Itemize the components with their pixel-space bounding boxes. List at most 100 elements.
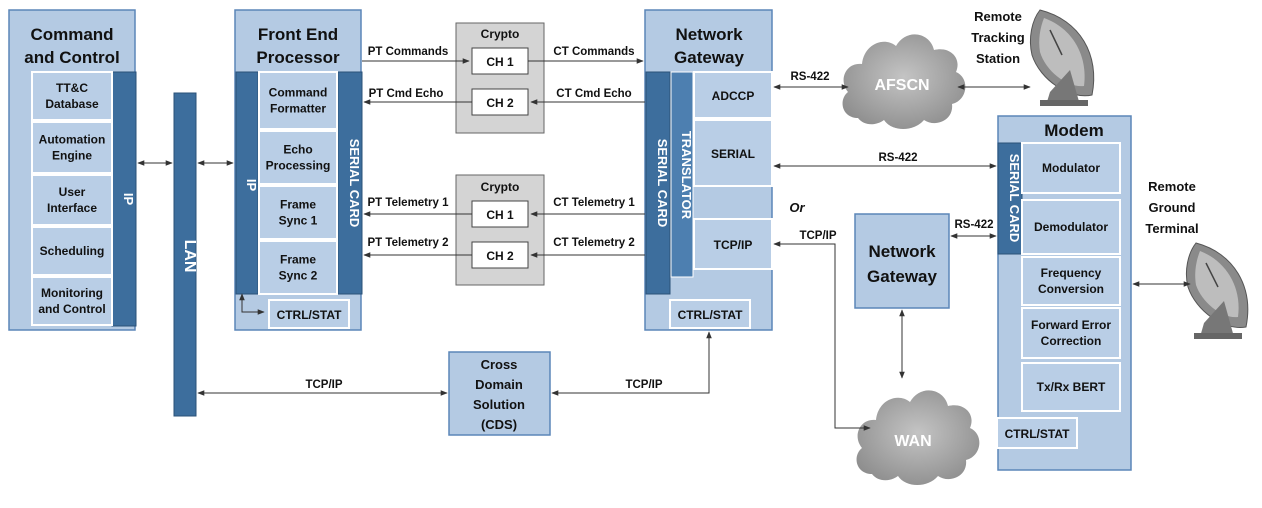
ct-cmd-echo-label: CT Cmd Echo	[556, 88, 631, 100]
remote-ground-line-2: Ground	[1149, 200, 1196, 215]
modem-item-3-line2: Conversion	[1038, 282, 1104, 296]
cc-item-4-line1: Scheduling	[40, 244, 105, 258]
remote-ground-line-1: Remote	[1148, 179, 1196, 194]
crypto-top-ch2-label: CH 2	[486, 96, 514, 110]
cc-title-line1: Command	[30, 25, 113, 44]
remote-tracking-line-1: Remote	[974, 9, 1022, 24]
ct-commands-label: CT Commands	[553, 46, 634, 58]
cc-ip-bar	[111, 71, 137, 327]
modem-item-2-line1: Demodulator	[1034, 220, 1108, 234]
modem-item-3-line1: Frequency	[1041, 266, 1102, 280]
pt-cmd-echo-label: PT Cmd Echo	[369, 88, 444, 100]
link-labels: PT Commands PT Cmd Echo CT Commands CT C…	[305, 46, 993, 391]
ct-telemetry-1-label: CT Telemetry 1	[553, 197, 635, 209]
cds-line-2: Domain	[475, 377, 523, 392]
command-and-control-block: Command and Control IP TT&C DatabaseAutom…	[8, 9, 137, 331]
fep-item-2-line2: Processing	[266, 159, 331, 173]
afscn-label: AFSCN	[874, 77, 929, 94]
fep-items: CommandFormatterEchoProcessingFrameSync …	[258, 71, 338, 295]
ng-item-2: SERIAL	[693, 119, 773, 187]
fep-ctrl-stat-label: CTRL/STAT	[277, 308, 343, 322]
ng-item-label: TCP/IP	[714, 238, 753, 252]
cc-item-2-line1: Automation	[39, 133, 106, 147]
fep-item-2-line1: Echo	[283, 143, 312, 157]
cc-item-1: TT&C Database	[31, 71, 113, 121]
ng-serial-card-label: SERIAL CARD	[655, 139, 670, 228]
cc-item-5-line1: Monitoring	[41, 286, 103, 300]
fep-item-3-line2: Sync 1	[279, 214, 318, 228]
or-label: Or	[789, 200, 805, 215]
wan-cloud: WAN	[856, 390, 980, 485]
ng2-title-line1: Network	[868, 242, 936, 261]
modem-ctrl-stat-label: CTRL/STAT	[1005, 427, 1071, 441]
rs422-ng2-label: RS-422	[955, 219, 994, 231]
crypto-bottom-ch1-label: CH 1	[486, 208, 514, 222]
rs422-afscn-label: RS-422	[791, 71, 830, 83]
wan-label: WAN	[894, 433, 931, 450]
modem-block: Modem SERIAL CARD ModulatorDemodulatorFr…	[996, 115, 1132, 471]
tcpip-lan-cds-label: TCP/IP	[305, 379, 342, 391]
cc-items: TT&CDatabaseAutomationEngineUserInterfac…	[31, 71, 113, 326]
crypto-bottom-ch1	[471, 200, 529, 228]
modem-item-2: Demodulator	[1021, 199, 1121, 255]
cc-item-5: Monitoring and Control	[31, 276, 113, 326]
network-gateway-block: Network Gateway SERIAL CARD TRANSLATOR A…	[644, 9, 773, 331]
rs422-modem-label: RS-422	[879, 152, 918, 164]
modem-item-4-line1: Forward Error	[1031, 318, 1111, 332]
modem-item-1-line1: Modulator	[1042, 161, 1100, 175]
tcpip-cds-ng-label: TCP/IP	[625, 379, 662, 391]
ng-items: ADCCP SERIAL TCP/IP	[693, 71, 773, 270]
cc-item-4: Scheduling	[31, 226, 113, 276]
fep-item-4-line1: Frame	[280, 253, 316, 267]
modem-serial-card-bar	[997, 142, 1023, 255]
crypto-bottom-ch2-label: CH 2	[486, 249, 514, 263]
pt-telemetry-2-label: PT Telemetry 2	[368, 237, 449, 249]
ng-ctrl-stat	[669, 299, 751, 329]
modem-items: ModulatorDemodulatorFrequencyConversionF…	[1021, 142, 1121, 412]
satellite-dish-icon	[1029, 9, 1095, 106]
remote-tracking-line-2: Tracking	[971, 30, 1025, 45]
cc-ip-label: IP	[121, 193, 136, 206]
tcpip-ng-label: TCP/IP	[799, 230, 836, 242]
modem-item-5-line1: Tx/Rx BERT	[1037, 380, 1106, 394]
fep-item-1-line2: Formatter	[270, 102, 326, 116]
crypto-top-ch1-label: CH 1	[486, 55, 514, 69]
cc-item-5-line2: and Control	[38, 302, 105, 316]
fep-ip-label: IP	[244, 179, 259, 192]
network-gateway-2-block: Network Gateway	[854, 213, 950, 309]
ng-item-1: ADCCP	[693, 71, 773, 119]
ng-serial-card-bar	[645, 71, 671, 295]
fep-title-line2: Processor	[256, 48, 340, 67]
cc-title-line2: and Control	[24, 48, 119, 67]
fep-item-1-line1: Command	[269, 86, 328, 100]
cc-item-1-line2: Database	[45, 97, 99, 111]
crypto-top-block: Crypto CH 1 CH 2	[455, 22, 545, 134]
crypto-top-title: Crypto	[481, 27, 520, 41]
ng-title-line2: Gateway	[674, 48, 744, 67]
ng-item-label: ADCCP	[712, 89, 755, 103]
ng-translator-label: TRANSLATOR	[679, 131, 694, 220]
cc-item-1-line1: TT&C	[56, 81, 88, 95]
fep-serial-card-label: SERIAL CARD	[347, 139, 362, 228]
fep-title-line1: Front End	[258, 25, 338, 44]
pt-telemetry-1-label: PT Telemetry 1	[368, 197, 450, 209]
crypto-bottom-title: Crypto	[481, 180, 520, 194]
ng2-title-line2: Gateway	[867, 267, 937, 286]
fep-item-3-line1: Frame	[280, 198, 316, 212]
ng-item-3: TCP/IP	[693, 218, 773, 270]
connectors	[137, 58, 1191, 431]
crypto-bottom-ch2	[471, 241, 529, 269]
ct-telemetry-2-label: CT Telemetry 2	[553, 237, 635, 249]
lan-block: LAN	[173, 92, 198, 417]
afscn-cloud: AFSCN	[842, 34, 966, 129]
cc-item-2-line2: Engine	[52, 149, 92, 163]
